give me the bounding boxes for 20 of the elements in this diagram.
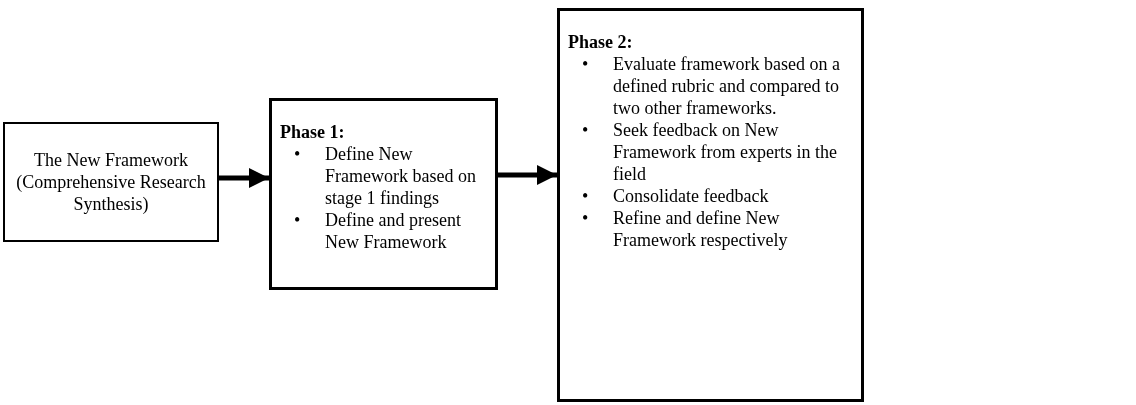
arrow [219,168,269,188]
bullet-item: Consolidate feedback [613,185,770,207]
arrow [498,165,557,185]
bullet-item: Seek feedback on New Framework from experts in the field [613,119,838,185]
bullet-item: Refine and define New Framework respectively [613,207,789,251]
phase-heading: Phase 1: [280,121,346,143]
bullet-mark: • [294,210,301,230]
process-box [269,98,498,290]
phase-heading: Phase 2: [568,31,634,53]
process-box [557,8,864,402]
bullet-item: Define New Framework based on stage 1 findings [325,143,477,209]
bullet-mark: • [582,54,589,74]
box-text: The New Framework (Comprehensive Research Synthesis) [15,149,207,215]
bullet-mark: • [582,120,589,140]
bullet-mark: • [582,186,589,206]
bullet-mark: • [294,144,301,164]
process-box [3,122,219,242]
bullet-item: Evaluate framework based on a defined rubric and compared to two other frameworks. [613,53,841,119]
bullet-item: Define and present New Framework [325,209,462,253]
bullet-mark: • [582,208,589,228]
